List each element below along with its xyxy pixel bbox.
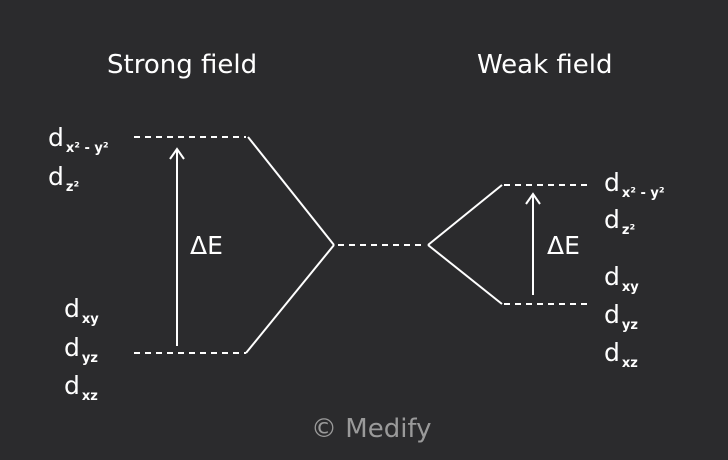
strong-upper-connector: [247, 136, 335, 246]
orbital-symbol: d: [604, 300, 620, 329]
orbital-subscript: z²: [621, 223, 636, 238]
orbital-subscript: xz: [621, 356, 638, 371]
orbital-symbol: d: [48, 162, 64, 191]
orbital-symbol: d: [604, 338, 620, 367]
orbital-subscript: x² - y²: [621, 186, 665, 201]
orbital-symbol: d: [604, 168, 620, 197]
orbital-subscript: xz: [81, 389, 98, 404]
orbital-symbol: d: [64, 294, 80, 323]
weak-lower-connector: [427, 244, 503, 305]
weak-delta-e-label: ΔE: [547, 231, 580, 260]
orbital-subscript: xy: [81, 312, 99, 327]
strong-arrow-head: [169, 147, 185, 160]
watermark: © Medify: [311, 414, 432, 444]
orbital-symbol: d: [48, 123, 64, 152]
weak-upper-connector: [427, 184, 503, 246]
orbital-subscript: xy: [621, 280, 639, 295]
weak-arrow-head: [525, 192, 541, 205]
strong-delta-e-label: ΔE: [190, 231, 223, 260]
orbital-symbol: d: [64, 371, 80, 400]
orbital-symbol: d: [64, 333, 80, 362]
orbital-subscript: yz: [621, 318, 638, 333]
weak-field-title: Weak field: [477, 50, 613, 80]
strong-lower-connector: [245, 244, 335, 354]
orbital-symbol: d: [604, 262, 620, 291]
orbital-subscript: z²: [65, 180, 80, 195]
orbital-subscript: yz: [81, 351, 98, 366]
orbital-symbol: d: [604, 205, 620, 234]
orbital-subscript: x² - y²: [65, 141, 109, 156]
strong-field-title: Strong field: [107, 50, 258, 80]
